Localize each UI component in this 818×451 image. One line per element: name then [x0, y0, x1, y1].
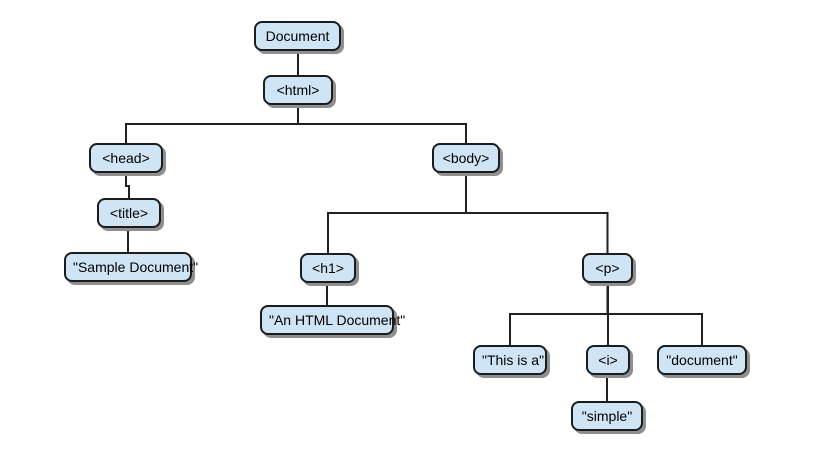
edge-html-body: [297, 105, 467, 143]
node-head: <head>: [89, 143, 163, 173]
node-i: <i>: [586, 345, 630, 375]
node-h1: <h1>: [300, 253, 356, 283]
node-p-text-2: "document": [657, 345, 747, 375]
edge-p-p_text_1: [509, 283, 609, 345]
node-title: <title>: [97, 198, 161, 228]
node-i-text: "simple": [571, 401, 643, 431]
edge-body-p: [465, 173, 609, 253]
node-body: <body>: [432, 143, 500, 173]
edge-body-h1: [327, 173, 467, 253]
node-html: <html>: [263, 75, 333, 105]
edge-p-p_text_2: [606, 283, 703, 345]
node-p: <p>: [582, 253, 633, 283]
edge-head-title: [125, 173, 130, 198]
node-document: Document: [254, 21, 341, 51]
node-h1-text: "An HTML Document": [260, 305, 405, 335]
node-title-text: "Sample Document": [64, 252, 198, 282]
node-p-text-1: "This is a": [473, 345, 547, 375]
edge-html-head: [125, 105, 299, 143]
